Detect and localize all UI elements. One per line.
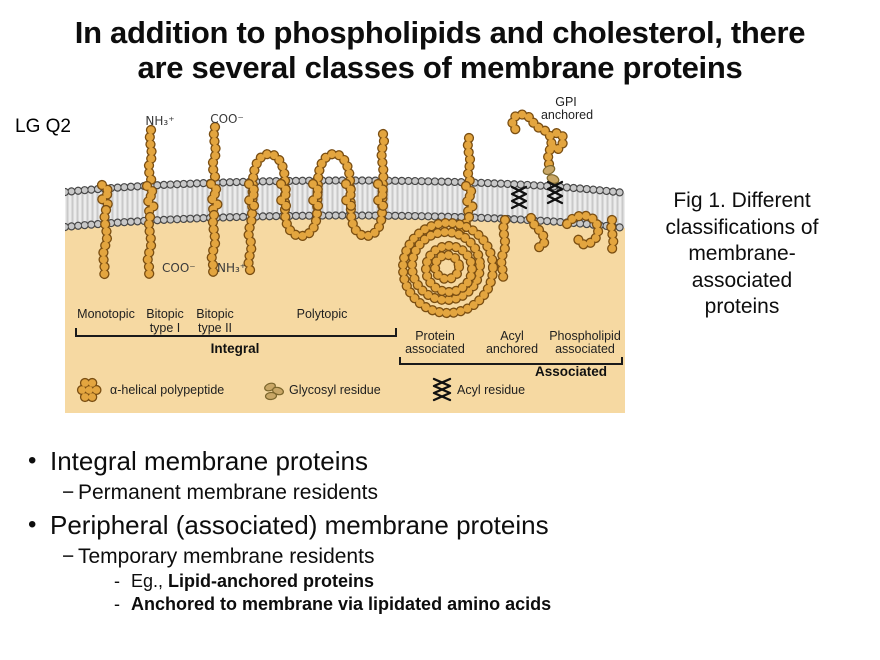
sub-sub-bullet-anchored: - Anchored to membrane via lipidated ami… [114,593,551,615]
integral-label: Integral [211,341,260,356]
membrane-figure: NH₃⁺ COO⁻ COO⁻ NH₃⁺ GPI anchored Monotop… [65,95,625,413]
phospholipid-label-line1: Phospholipid [549,329,621,343]
bullet-marker: • [28,511,37,538]
bullet-item-peripheral: • Peripheral (associated) membrane prote… [28,510,549,540]
acyl-anchored-label-line2: anchored [486,342,538,356]
acyl-legend-label: Acyl residue [457,383,525,397]
sub-sub-bullet-text: Anchored to membrane via lipidated amino… [131,594,552,614]
acyl-icon [432,377,452,402]
gpi-glycosyl-bead [542,164,556,176]
lipid-anchored-bold: Lipid-anchored proteins [168,571,375,591]
caption-line: classifications of [665,215,819,239]
gpi-anchored-protein [507,109,569,184]
polytopic-label: Polytopic [297,307,348,321]
sub-bullet-permanent: − Permanent membrane residents [62,480,378,505]
protein-associated-label-line2: associated [405,342,465,356]
monotopic-label: Monotopic [77,307,135,321]
alpha-helix-legend-label: α-helical polypeptide [110,383,224,397]
bullet-item-integral: • Integral membrane proteins [28,446,368,476]
associated-bracket [399,357,623,365]
dash-marker: − [62,481,75,504]
phospholipid-label-line2: associated [555,342,615,356]
associated-label: Associated [535,364,607,379]
sub-sub-bullet-eg: - Eg., Lipid-anchored proteins [114,570,374,592]
glycosyl-legend-label: Glycosyl residue [289,383,381,397]
protein-bitopic-type2 [203,121,226,278]
title-line-1: In addition to phospholipids and cholest… [74,15,806,50]
sub-bullet-temporary: − Temporary membrane residents [62,544,374,569]
phospholipid-associated-protein [561,210,619,255]
slide-title: In addition to phospholipids and cholest… [0,15,880,85]
protein-associated-complex [397,132,499,319]
bitopic1-label-line1: Bitopic [146,307,184,321]
acyl-anchored-label-line1: Acyl [500,329,524,343]
bullet-text: Integral membrane proteins [50,446,368,476]
protein-bitopic-type1 [139,124,162,280]
integral-bracket [75,328,397,337]
acyl-residue-icon [510,185,528,210]
eg-prefix: Eg., [131,571,169,591]
figure-legend: α-helical polypeptide Glycosyl residue A… [76,377,525,403]
bullet-marker: • [28,447,37,474]
hyphen-marker: - [114,571,120,591]
gpi-label-line2: anchored [541,108,593,122]
classification-labels: Monotopic Bitopic type I Bitopic type II… [75,307,623,379]
coo-top-label: COO⁻ [210,112,244,126]
caption-line: associated [691,268,793,292]
protein-polytopic [242,122,392,276]
sub-sub-bullet-text: Eg., Lipid-anchored proteins [131,570,374,592]
gpi-label-line1: GPI [555,95,577,109]
corner-note: LG Q2 [15,116,71,137]
alpha-helix-icon [78,379,106,401]
bitopic2-label-line1: Bitopic [196,307,234,321]
figure-caption: Fig 1. Different classifications of memb… [642,188,842,321]
sub-bullet-text: Temporary membrane residents [78,545,375,568]
acyl-residue-icon [546,180,564,205]
title-line-2: are several classes of membrane proteins [137,50,743,85]
sub-bullet-text: Permanent membrane residents [78,481,378,504]
glycosyl-icon [264,382,284,401]
nh3-bottom-label: NH₃⁺ [217,261,246,275]
caption-line: Fig 1. Different [673,189,811,212]
protein-associated-label-line1: Protein [415,329,455,343]
dash-marker: − [62,545,75,568]
coo-bottom-label: COO⁻ [162,261,196,275]
protein-monotopic [94,179,118,284]
nh3-top-label: NH₃⁺ [145,114,174,128]
acyl-anchored-proteins [496,180,564,288]
bitopic1-label-line2: type I [150,321,181,335]
bitopic2-label-line2: type II [198,321,232,335]
bullet-text: Peripheral (associated) membrane protein… [50,510,549,540]
terminus-labels: NH₃⁺ COO⁻ COO⁻ NH₃⁺ GPI anchored [145,95,593,275]
hyphen-marker: - [114,594,120,614]
caption-line: proteins [704,295,780,318]
caption-line: membrane- [688,242,796,265]
